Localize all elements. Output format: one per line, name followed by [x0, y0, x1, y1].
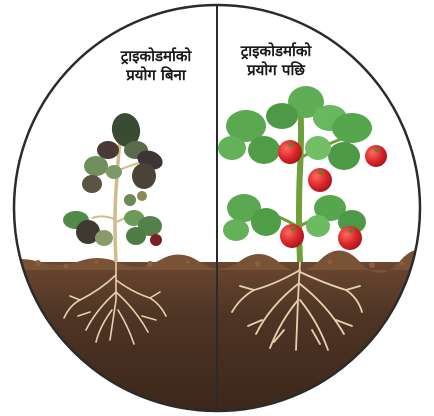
label-without-trichoderma: ट्राइकोडर्माको प्रयोग बिना [86, 47, 226, 85]
label-left-line1: ट्राइकोडर्माको [86, 47, 226, 66]
label-right-line1: ट्राइकोडर्माको [206, 42, 346, 61]
label-with-trichoderma: ट्राइकोडर्माको प्रयोग पछि [206, 42, 346, 80]
label-left-line2: प्रयोग बिना [86, 66, 226, 85]
label-right-line2: प्रयोग पछि [206, 61, 346, 80]
